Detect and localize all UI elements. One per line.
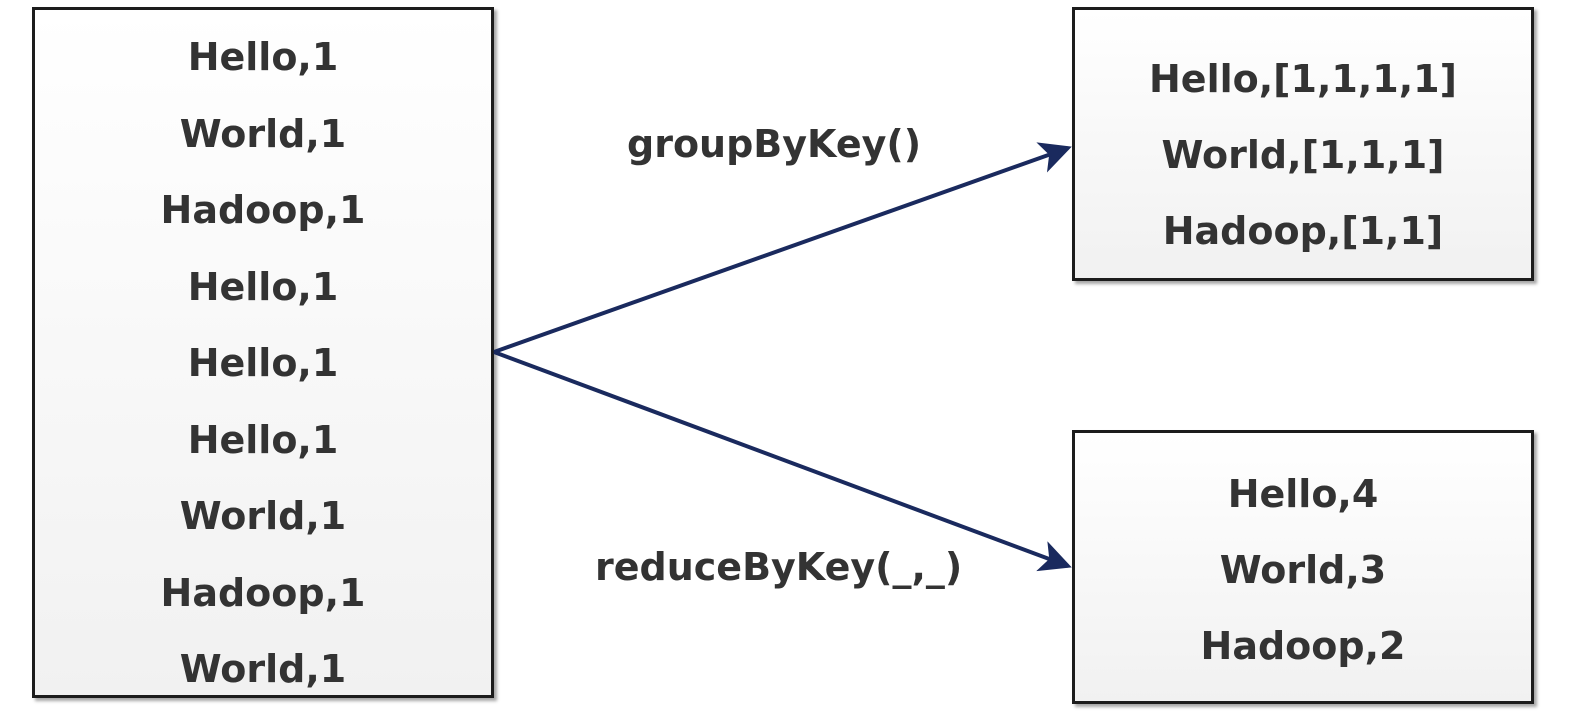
input-pair: Hadoop,1: [160, 570, 366, 615]
reduce-by-key-arrow: [493, 350, 1072, 572]
input-pair: Hadoop,1: [160, 188, 366, 232]
input-pair: Hello,1: [187, 341, 339, 385]
group-by-key-result-box: Hello,[1,1,1,1] World,[1,1,1] Hadoop,[1,…: [1072, 7, 1534, 281]
reduce-result: Hello,4: [1227, 472, 1379, 516]
group-by-key-result-list: Hello,[1,1,1,1] World,[1,1,1] Hadoop,[1,…: [1075, 44, 1531, 272]
group-result: Hello,[1,1,1,1]: [1149, 57, 1457, 101]
input-pair: World,1: [179, 111, 347, 156]
group-result: Hadoop,[1,1]: [1162, 209, 1444, 253]
reduce-by-key-result-box: Hello,4 World,3 Hadoop,2: [1072, 430, 1534, 704]
input-pair: Hello,1: [187, 264, 339, 309]
input-pair: World,1: [179, 647, 347, 691]
reduce-by-key-label: reduceByKey(_,_): [595, 545, 963, 589]
input-pair: Hello,1: [187, 35, 339, 79]
reduce-by-key-result-list: Hello,4 World,3 Hadoop,2: [1075, 459, 1531, 687]
reduce-result: Hadoop,2: [1200, 624, 1406, 668]
input-pair: Hello,1: [187, 417, 339, 462]
input-pair: World,1: [179, 494, 347, 538]
input-pairs-list: Hello,1 World,1 Hadoop,1 Hello,1 Hello,1…: [35, 26, 491, 715]
group-by-key-arrow: [493, 142, 1072, 354]
group-by-key-label: groupByKey(): [627, 122, 922, 166]
reduce-result: World,3: [1219, 548, 1387, 592]
group-result: World,[1,1,1]: [1161, 133, 1445, 177]
input-pairs-box: Hello,1 World,1 Hadoop,1 Hello,1 Hello,1…: [32, 7, 494, 698]
